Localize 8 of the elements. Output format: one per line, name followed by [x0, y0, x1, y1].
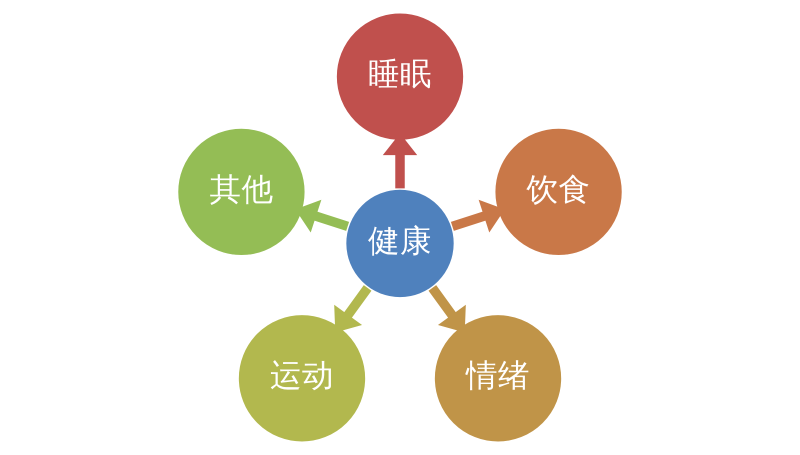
node-circle: 运动 — [236, 313, 368, 444]
node-circle: 饮食 — [493, 126, 624, 258]
arrow — [428, 285, 466, 333]
node-circle: 睡眠 — [334, 11, 466, 142]
arrow — [334, 285, 372, 333]
node-circle: 情绪 — [432, 313, 564, 444]
node-circle: 健康 — [344, 188, 456, 300]
node-circle: 其他 — [176, 126, 307, 258]
